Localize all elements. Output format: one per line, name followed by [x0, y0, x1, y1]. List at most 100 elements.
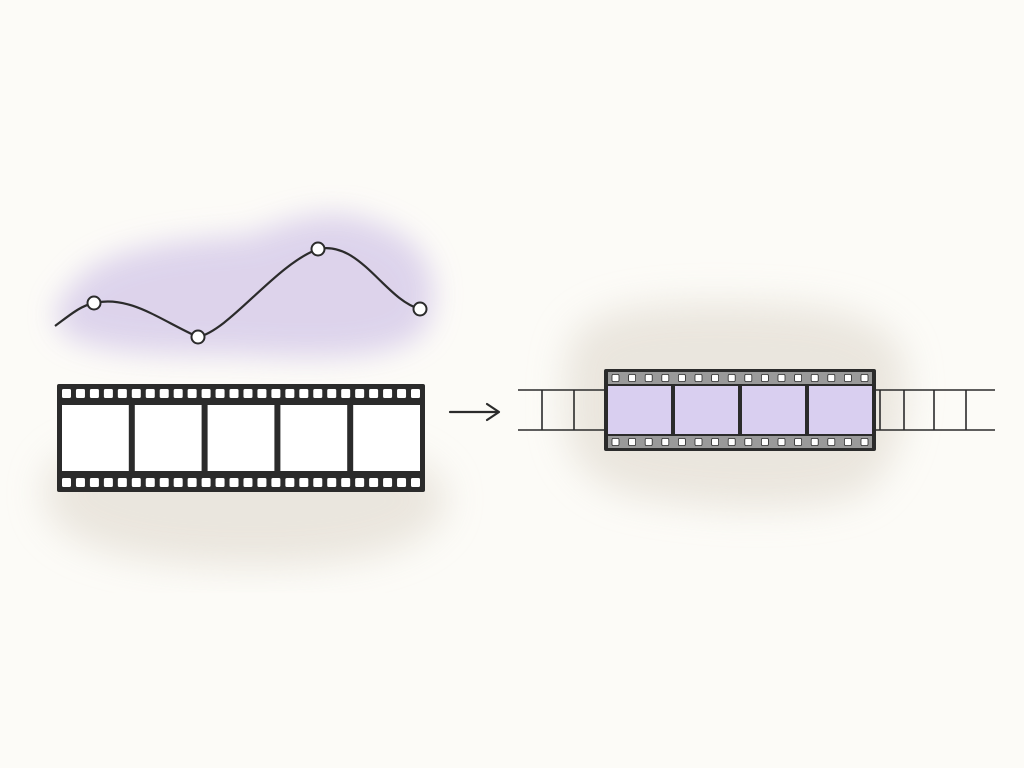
- keyframe-point: [412, 301, 428, 317]
- sprocket-hole: [75, 389, 85, 398]
- sprocket-hole: [794, 438, 802, 446]
- keyframe-point: [190, 329, 206, 345]
- sprocket-hole: [131, 389, 141, 398]
- sprocket-hole: [159, 389, 169, 398]
- sprocket-hole: [201, 389, 211, 398]
- sprocket-hole: [860, 374, 869, 382]
- sprocket-hole: [369, 478, 379, 487]
- sprocket-hole: [187, 389, 197, 398]
- sprocket-hole: [827, 438, 836, 446]
- sprocket-hole: [777, 438, 786, 446]
- highlighted-frame: [675, 386, 738, 434]
- sprocket-hole: [285, 478, 295, 487]
- sprocket-hole: [727, 438, 736, 446]
- sprocket-hole: [761, 374, 769, 382]
- sprocket-hole: [761, 438, 769, 446]
- right-arrow-icon: [448, 402, 501, 422]
- sprocket-hole: [89, 389, 99, 398]
- keyframe-point: [86, 295, 102, 311]
- sprocket-hole: [117, 478, 127, 487]
- keyframe-point: [310, 241, 326, 257]
- sprocket-hole: [257, 478, 267, 487]
- sprocket-hole: [644, 374, 653, 382]
- sprocket-hole: [271, 478, 281, 487]
- highlighted-frame: [809, 386, 872, 434]
- sprocket-hole: [187, 478, 197, 487]
- sprocket-hole: [243, 478, 253, 487]
- sprocket-hole: [844, 438, 852, 446]
- sprocket-hole: [355, 389, 365, 398]
- sprocket-hole: [810, 438, 819, 446]
- sprocket-hole: [678, 374, 686, 382]
- sprocket-hole: [271, 389, 281, 398]
- source-film-strip: [57, 384, 425, 492]
- lavender-wash: [55, 214, 434, 358]
- sprocket-hole: [327, 389, 337, 398]
- sprocket-hole: [827, 374, 836, 382]
- sprocket-hole: [145, 389, 155, 398]
- highlighted-frame: [742, 386, 805, 434]
- sprocket-hole: [844, 374, 852, 382]
- sprocket-hole: [678, 438, 686, 446]
- sprocket-hole: [369, 389, 379, 398]
- sprocket-hole: [661, 374, 670, 382]
- film-frame: [280, 405, 348, 471]
- sprocket-hole: [173, 389, 183, 398]
- sprocket-hole: [628, 438, 636, 446]
- sprocket-hole: [383, 389, 393, 398]
- sprocket-hole: [159, 478, 169, 487]
- sprocket-hole: [744, 374, 753, 382]
- keyframe-points: [86, 241, 428, 345]
- film-frame: [62, 405, 129, 471]
- sprocket-hole: [145, 478, 155, 487]
- film-frame: [207, 405, 275, 471]
- sprocket-hole: [611, 438, 620, 446]
- sprocket-hole: [285, 389, 295, 398]
- sprocket-hole: [327, 478, 337, 487]
- sprocket-hole: [299, 478, 309, 487]
- film-frame: [134, 405, 202, 471]
- sprocket-hole: [173, 478, 183, 487]
- sprocket-hole: [117, 389, 127, 398]
- sprocket-hole: [89, 478, 99, 487]
- film-frame: [353, 405, 420, 471]
- sprocket-hole: [810, 374, 819, 382]
- sprocket-hole: [744, 438, 753, 446]
- sprocket-hole: [727, 374, 736, 382]
- sprocket-hole: [62, 478, 71, 487]
- sprocket-hole: [201, 478, 211, 487]
- sprocket-hole: [694, 374, 703, 382]
- sprocket-hole: [711, 438, 719, 446]
- sprocket-hole: [243, 389, 253, 398]
- sprocket-hole: [341, 389, 351, 398]
- interpolation-curve: [54, 241, 428, 345]
- sprocket-hole: [628, 374, 636, 382]
- sprocket-hole: [257, 389, 267, 398]
- sprocket-hole: [229, 389, 239, 398]
- sprocket-hole: [411, 389, 420, 398]
- sprocket-hole: [397, 389, 407, 398]
- sprocket-hole: [694, 438, 703, 446]
- sprocket-hole: [313, 478, 323, 487]
- sprocket-hole: [62, 389, 71, 398]
- sprocket-hole: [355, 478, 365, 487]
- sprocket-hole: [215, 478, 225, 487]
- sprocket-hole: [229, 478, 239, 487]
- sprocket-hole: [313, 389, 323, 398]
- highlighted-segment-body: [604, 369, 876, 451]
- sprocket-hole: [777, 374, 786, 382]
- sprocket-hole: [794, 374, 802, 382]
- sprocket-band: [608, 372, 872, 384]
- sprocket-hole: [75, 478, 85, 487]
- sprocket-hole: [131, 478, 141, 487]
- sprocket-hole: [611, 374, 620, 382]
- sprocket-hole: [711, 374, 719, 382]
- sprocket-hole: [103, 389, 113, 398]
- sprocket-band: [608, 436, 872, 448]
- sprocket-hole: [299, 389, 309, 398]
- sprocket-hole: [341, 478, 351, 487]
- sprocket-hole: [103, 478, 113, 487]
- sprocket-hole: [383, 478, 393, 487]
- sprocket-hole: [860, 438, 869, 446]
